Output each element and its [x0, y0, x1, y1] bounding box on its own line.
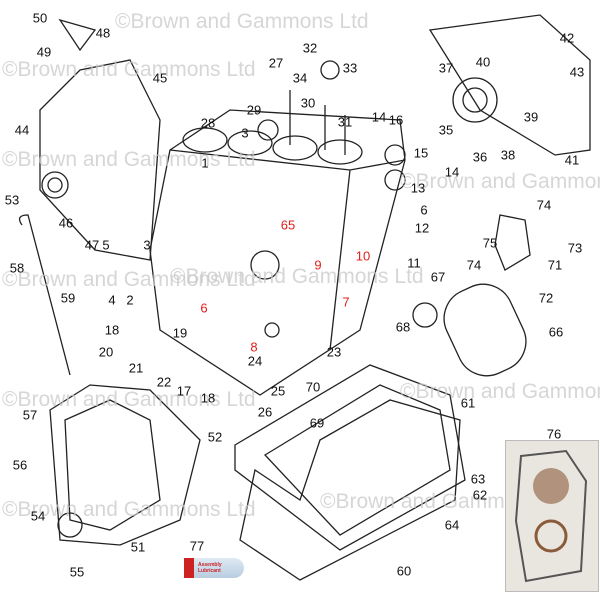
part-label: 17 — [176, 383, 192, 399]
part-label: 55 — [69, 564, 85, 580]
part-label: 49 — [36, 44, 52, 60]
part-label: 22 — [156, 374, 172, 390]
part-label: 54 — [30, 508, 46, 524]
part-label: 25 — [270, 383, 286, 399]
rear-plate — [428, 14, 591, 156]
part-label: 16 — [388, 112, 404, 128]
part-label-highlighted: 65 — [280, 217, 296, 233]
part-label: 62 — [472, 487, 488, 503]
part-label: 38 — [500, 147, 516, 163]
part-label: 39 — [523, 109, 539, 125]
part-label: 47 — [84, 237, 100, 253]
oil-seal — [41, 171, 69, 199]
part-label: 20 — [98, 344, 114, 360]
part-label: 51 — [130, 539, 146, 555]
part-label: 77 — [189, 538, 205, 554]
part-label: 34 — [292, 70, 308, 86]
part-label: 14 — [371, 109, 387, 125]
part-label: 15 — [413, 145, 429, 161]
part-label: 76 — [546, 426, 562, 442]
part-label: 74 — [466, 257, 482, 273]
part-label: 48 — [95, 25, 111, 41]
sump-gasket — [234, 364, 466, 551]
dipstick — [18, 214, 71, 376]
part-label: 3 — [241, 125, 249, 141]
thermostat-housing — [494, 214, 531, 271]
part-label-highlighted: 10 — [355, 248, 371, 264]
part-label: 53 — [4, 192, 20, 208]
part-label-highlighted: 9 — [314, 257, 322, 273]
part-label: 29 — [246, 102, 262, 118]
part-label: 21 — [128, 360, 144, 376]
part-label: 40 — [475, 54, 491, 70]
part-label: 28 — [200, 115, 216, 131]
part-label: 27 — [268, 55, 284, 71]
part-label: 42 — [559, 30, 575, 46]
part-label: 3 — [143, 237, 151, 253]
product-label: Assembly — [198, 562, 222, 568]
part-label: 71 — [547, 257, 563, 273]
part-label: 46 — [58, 215, 74, 231]
part-label: 11 — [407, 255, 421, 271]
bracket — [58, 18, 97, 52]
part-label: 59 — [60, 290, 76, 306]
part-label: 64 — [444, 517, 460, 533]
part-label: 74 — [536, 197, 552, 213]
part-label: 19 — [172, 325, 188, 341]
part-label: 6 — [420, 202, 428, 218]
part-label: 26 — [257, 404, 273, 420]
part-label: 58 — [9, 260, 25, 276]
part-label: 75 — [482, 235, 498, 251]
part-label: 63 — [470, 471, 486, 487]
part-label: 52 — [207, 429, 223, 445]
part-label: 13 — [410, 180, 426, 196]
part-label-highlighted: 8 — [250, 339, 258, 355]
part-label: 45 — [152, 70, 168, 86]
part-label: 61 — [460, 395, 476, 411]
part-label: 73 — [567, 240, 583, 256]
part-label: 31 — [337, 114, 353, 130]
part-label: 12 — [414, 220, 430, 236]
part-label: 18 — [104, 322, 120, 338]
part-label: 5 — [102, 237, 110, 253]
gasket-set-photo — [505, 440, 599, 592]
part-label: 37 — [438, 60, 454, 76]
front-plate — [39, 59, 161, 261]
part-label: 57 — [22, 407, 38, 423]
engine-block — [149, 109, 406, 396]
part-label: 4 — [108, 292, 116, 308]
part-label: 56 — [12, 457, 28, 473]
part-label: 24 — [247, 353, 263, 369]
part-label: 68 — [395, 319, 411, 335]
product-label: Lubricant — [198, 568, 221, 574]
part-label: 1 — [201, 155, 209, 171]
part-label: 60 — [396, 563, 412, 579]
part-label: 69 — [309, 415, 325, 431]
part-label: 44 — [14, 122, 30, 138]
part-label: 70 — [305, 379, 321, 395]
part-label: 32 — [302, 40, 318, 56]
part-label: 30 — [300, 95, 316, 111]
oil-filter — [443, 283, 527, 377]
part-label: 14 — [444, 164, 460, 180]
part-label: 66 — [548, 324, 564, 340]
part-label: 18 — [200, 390, 216, 406]
part-label: 23 — [326, 344, 342, 360]
part-label: 36 — [472, 149, 488, 165]
part-label: 35 — [438, 122, 454, 138]
gasket-set-image — [514, 449, 588, 583]
part-label: 43 — [569, 64, 585, 80]
part-label-highlighted: 6 — [200, 300, 208, 316]
part-label: 50 — [32, 10, 48, 26]
part-label: 72 — [538, 290, 554, 306]
part-label-highlighted: 7 — [342, 294, 350, 310]
part-label: 41 — [564, 152, 580, 168]
part-label: 2 — [126, 292, 134, 308]
oil-sump — [239, 399, 461, 581]
part-label: 33 — [342, 60, 358, 76]
part-label: 67 — [430, 269, 446, 285]
timing-cover — [49, 384, 201, 546]
